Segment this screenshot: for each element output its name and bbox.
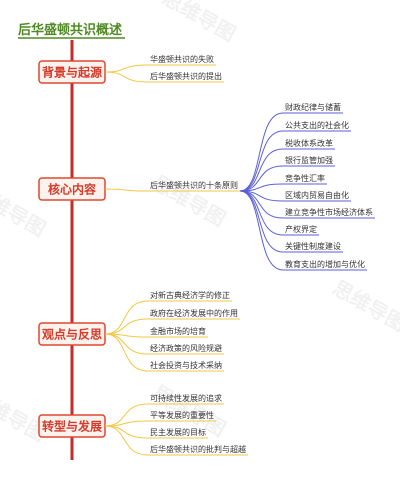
leaf-node: 经济政策的风险规避 [150,343,222,353]
leaf-node: 后华盛顿共识的批判与超越 [150,444,246,454]
subleaf-connector [239,190,284,271]
branch-label-3: 观点与反思 [42,327,102,342]
branch-label-2: 核心内容 [48,182,96,197]
leaf-connector [104,425,149,439]
branch-label-1: 背景与起源 [42,65,102,80]
leaf-node: 后华盛顿共识的提出 [150,71,222,81]
leaf-connector [104,318,149,335]
leaf-node: 可持续性发展的追求 [150,393,222,403]
page-title: 后华盛顿共识概述 [18,22,122,38]
subleaf-node: 税收体系改革 [285,138,333,148]
leaf-node: 金融市场的培育 [150,326,206,336]
leaf-node: 华盛顿共识的失败 [150,54,214,64]
subleaf-node: 关键性制度建设 [285,241,341,251]
subleaf-node: 教育支出的增加与优化 [285,259,365,269]
leaf-node: 政府在经济发展中的作用 [150,308,238,318]
leaf-connector [104,71,149,83]
leaf-connector [104,188,149,192]
leaf-connector [104,300,149,335]
subleaf-node: 竞争性汇率 [285,173,325,183]
branch-label-4: 转型与发展 [42,419,102,434]
leaf-connector [104,333,149,372]
subleaf-connector [239,190,284,253]
subleaf-node: 产权界定 [285,224,317,234]
leaf-node: 平等发展的重要性 [150,410,214,420]
subleaf-node: 公共支出的社会化 [285,120,349,130]
leaf-node: 民主发展的目标 [150,427,206,437]
subleaf-connector [239,112,284,192]
leaf-node: 对新古典经济学的修正 [150,290,230,300]
leaf-node: 社会投资与技术采纳 [150,360,222,370]
subleaf-connector [239,190,284,219]
leaf-connector [104,64,149,73]
leaf-connector [104,425,149,456]
leaf-node: 后华盛顿共识的十条原则 [150,180,238,190]
subleaf-node: 银行监管加强 [285,155,333,165]
subleaf-node: 建立竞争性市场经济体系 [285,207,373,217]
subleaf-node: 财政纪律与储蓄 [285,102,341,112]
subleaf-node: 区域内贸易自由化 [285,190,349,200]
subleaf-connector [239,130,284,192]
